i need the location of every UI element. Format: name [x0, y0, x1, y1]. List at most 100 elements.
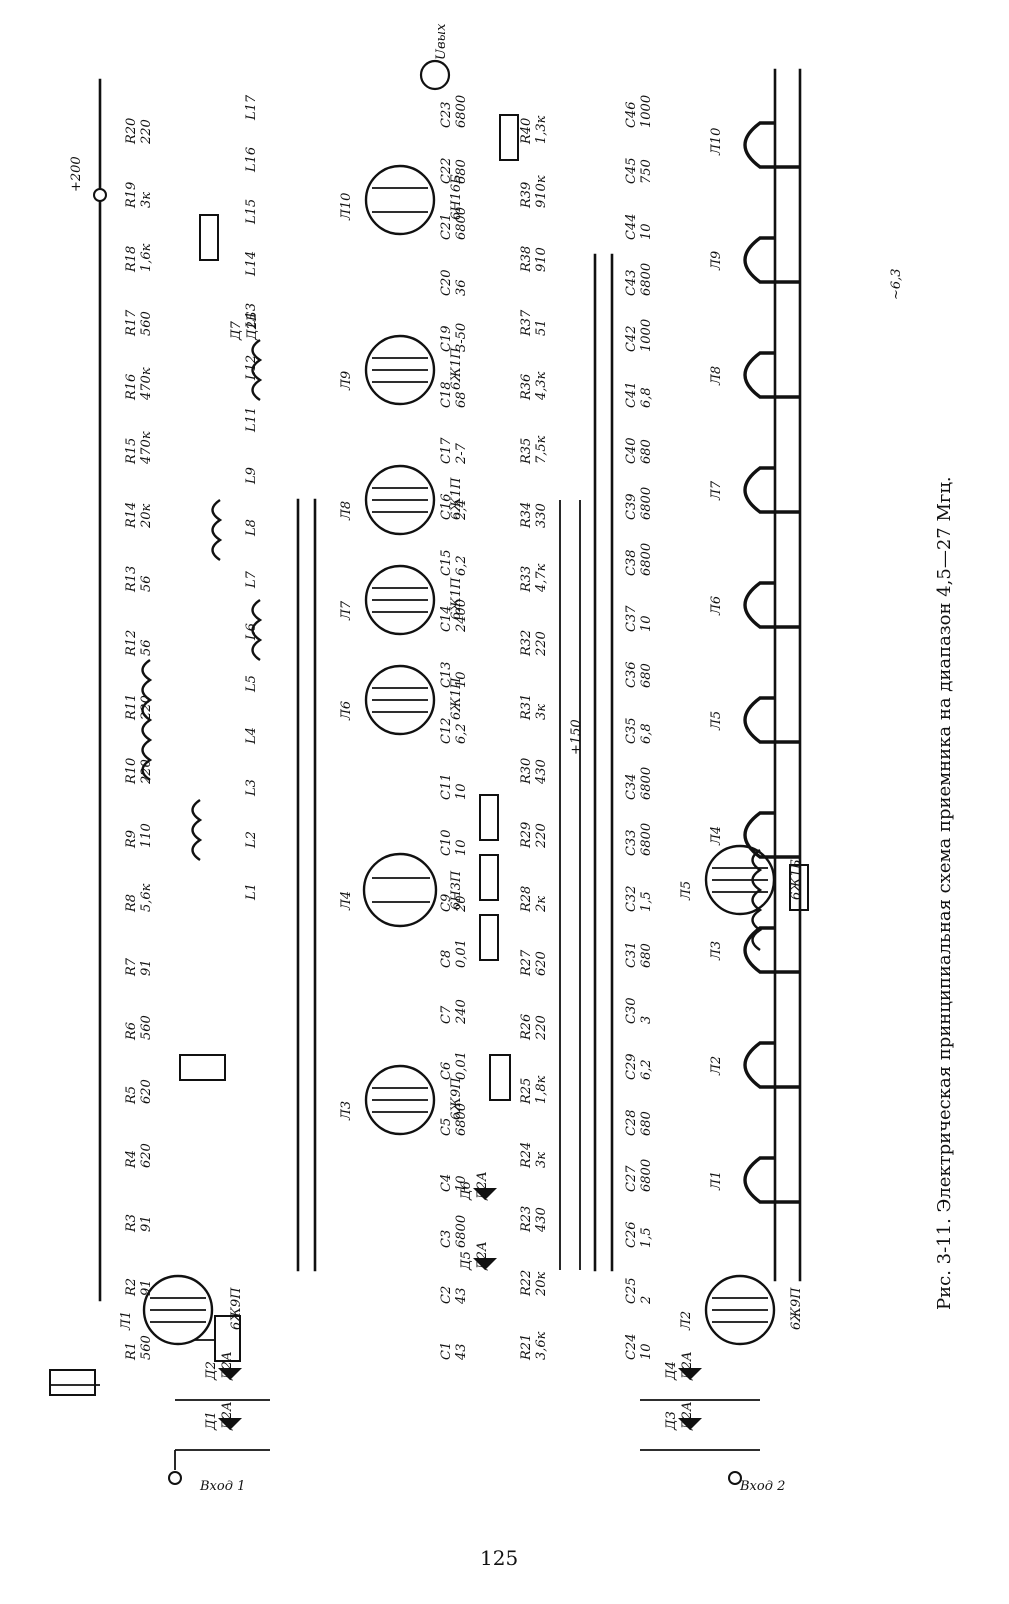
resistor-value-28: 2к: [534, 896, 549, 913]
diode-type-1: Д2А: [220, 1401, 235, 1431]
capacitor-value-21: 6800: [454, 207, 469, 240]
capacitor-ref-43: C43: [624, 270, 639, 297]
resistor-value-1: 560: [139, 1335, 154, 1360]
capacitor-ref-38: C38: [624, 550, 639, 577]
inductor-ref-6: L6: [244, 623, 259, 641]
resistor-value-33: 4,7к: [534, 563, 549, 593]
coil-L8a: [211, 499, 223, 561]
resistor-ref-14: R14: [124, 502, 139, 529]
capacitor-ref-16: C16: [439, 494, 454, 521]
resistor-value-34: 330: [534, 503, 549, 528]
capacitor-ref-2: C2: [439, 1286, 454, 1304]
diode-D3-symbol: [678, 1418, 702, 1430]
capacitor-value-2: 43: [454, 1287, 469, 1305]
inductor-ref-14: L15: [244, 199, 259, 225]
resistor-ref-5: R5: [124, 1086, 139, 1105]
coil-L5: [251, 599, 263, 661]
capacitor-value-40: 680: [639, 439, 654, 464]
capacitor-ref-12: C12: [439, 718, 454, 745]
capacitor-value-8: 0,01: [454, 939, 469, 968]
resistor-value-3: 91: [139, 1215, 154, 1232]
input1-label: Вход 1: [199, 1479, 245, 1494]
capacitor-value-19: 3-50: [454, 323, 469, 352]
resistor-value-19: 3к: [139, 192, 154, 208]
resistor-ref-10: R10: [124, 758, 139, 785]
b-plus-terminal: [93, 188, 107, 202]
capacitor-ref-42: C42: [624, 326, 639, 353]
diode-ref-6: Д6: [459, 1181, 474, 1201]
resistor-ref-20: R20: [124, 118, 139, 145]
diode-type-3: Д2А: [680, 1401, 695, 1431]
capacitor-ref-23: C23: [439, 102, 454, 129]
inductor-ref-5: L5: [244, 675, 259, 693]
input2-terminal: [728, 1471, 742, 1485]
tube-type-3: 6Ж9П: [449, 1077, 464, 1120]
diode-D1-symbol: [218, 1418, 242, 1430]
filament-loop-10: [743, 121, 800, 169]
capacitor-ref-40: C40: [624, 438, 639, 465]
resistor-ref-30: R30: [519, 758, 534, 785]
capacitor-value-37: 10: [639, 615, 654, 632]
resistor-ref-40: R40: [519, 118, 534, 145]
resistor-value-18: 1,6к: [139, 243, 154, 272]
capacitor-ref-11: C11: [439, 774, 454, 801]
resistor-ref-18: R18: [124, 246, 139, 273]
resistor-value-36: 4,3к: [534, 371, 549, 401]
capacitor-value-42: 1000: [639, 319, 654, 352]
filament-supply-label: ~6,3: [889, 268, 904, 300]
capacitor-ref-30: C30: [624, 998, 639, 1025]
capacitor-value-35: 6,8: [639, 723, 654, 744]
filament-loop-6: [743, 581, 800, 629]
resistor-ref-4: R4: [124, 1150, 139, 1169]
diode-ref-4: Д4: [664, 1361, 679, 1381]
resistor-ref-38: R38: [519, 246, 534, 273]
capacitor-ref-37: C37: [624, 605, 639, 632]
capacitor-value-3: 6800: [454, 1215, 469, 1248]
filament-ref-8: Л8: [709, 366, 724, 386]
filament-loop-8: [743, 351, 800, 399]
tube-L1-stage: [49, 1274, 270, 1485]
filament-loops: [743, 121, 800, 1204]
resistor-ref-28: R28: [519, 886, 534, 913]
capacitor-value-30: 3: [639, 1016, 654, 1024]
coil-L2: [191, 799, 203, 861]
diode-D4-symbol: [678, 1368, 702, 1380]
resistor-value-30: 430: [534, 759, 549, 785]
resistor-value-25: 1,8к: [534, 1075, 549, 1104]
tube-type-5: 6Ж1Б: [789, 859, 804, 900]
tube-ref-1: Л1: [119, 1311, 134, 1331]
capacitor-ref-3: C3: [439, 1230, 454, 1248]
resistor-value-14: 20к: [139, 503, 154, 529]
capacitor-ref-34: C34: [624, 774, 639, 801]
tube-type-2: 6Ж9П: [789, 1287, 804, 1330]
capacitor-ref-13: C13: [439, 662, 454, 689]
resistor-value-32: 220: [534, 631, 549, 657]
resistor-value-31: 3к: [534, 704, 549, 720]
capacitor-ref-9: C9: [439, 894, 454, 912]
capacitor-ref-33: C33: [624, 830, 639, 857]
capacitor-ref-20: C20: [439, 270, 454, 297]
diode-ref-1: Д1: [204, 1411, 219, 1431]
capacitor-value-43: 6800: [639, 263, 654, 296]
capacitor-ref-5: C5: [439, 1118, 454, 1136]
tube-ref-8: Л8: [339, 501, 354, 521]
capacitor-ref-27: C27: [624, 1165, 639, 1192]
diode-ref-5: Д5: [459, 1251, 474, 1271]
inductor-ref-2: L2: [244, 831, 259, 849]
schematic-body: Вход 1 Вход 2 +200 +150 ~6,3 Uвых Л16Ж9П…: [49, 23, 904, 1494]
filament-loop-2: [743, 1041, 800, 1089]
resistor-ref-27: R27: [519, 949, 534, 977]
coil-L1: [141, 659, 153, 781]
inductor-ref-1: L1: [244, 883, 259, 901]
output-terminal: [419, 59, 451, 91]
resistor-value-13: 56: [139, 575, 154, 592]
resistor-value-6: 560: [139, 1015, 154, 1040]
tube-L3-stage: [179, 1054, 511, 1270]
inductor-ref-16: L17: [244, 94, 259, 121]
filament-ref-4: Л4: [709, 826, 724, 846]
tube-L4-stage: [141, 659, 499, 961]
resistor-value-17: 560: [139, 311, 154, 336]
diode-type-4: Д2А: [680, 1351, 695, 1381]
capacitor-ref-1: C1: [439, 1342, 454, 1360]
